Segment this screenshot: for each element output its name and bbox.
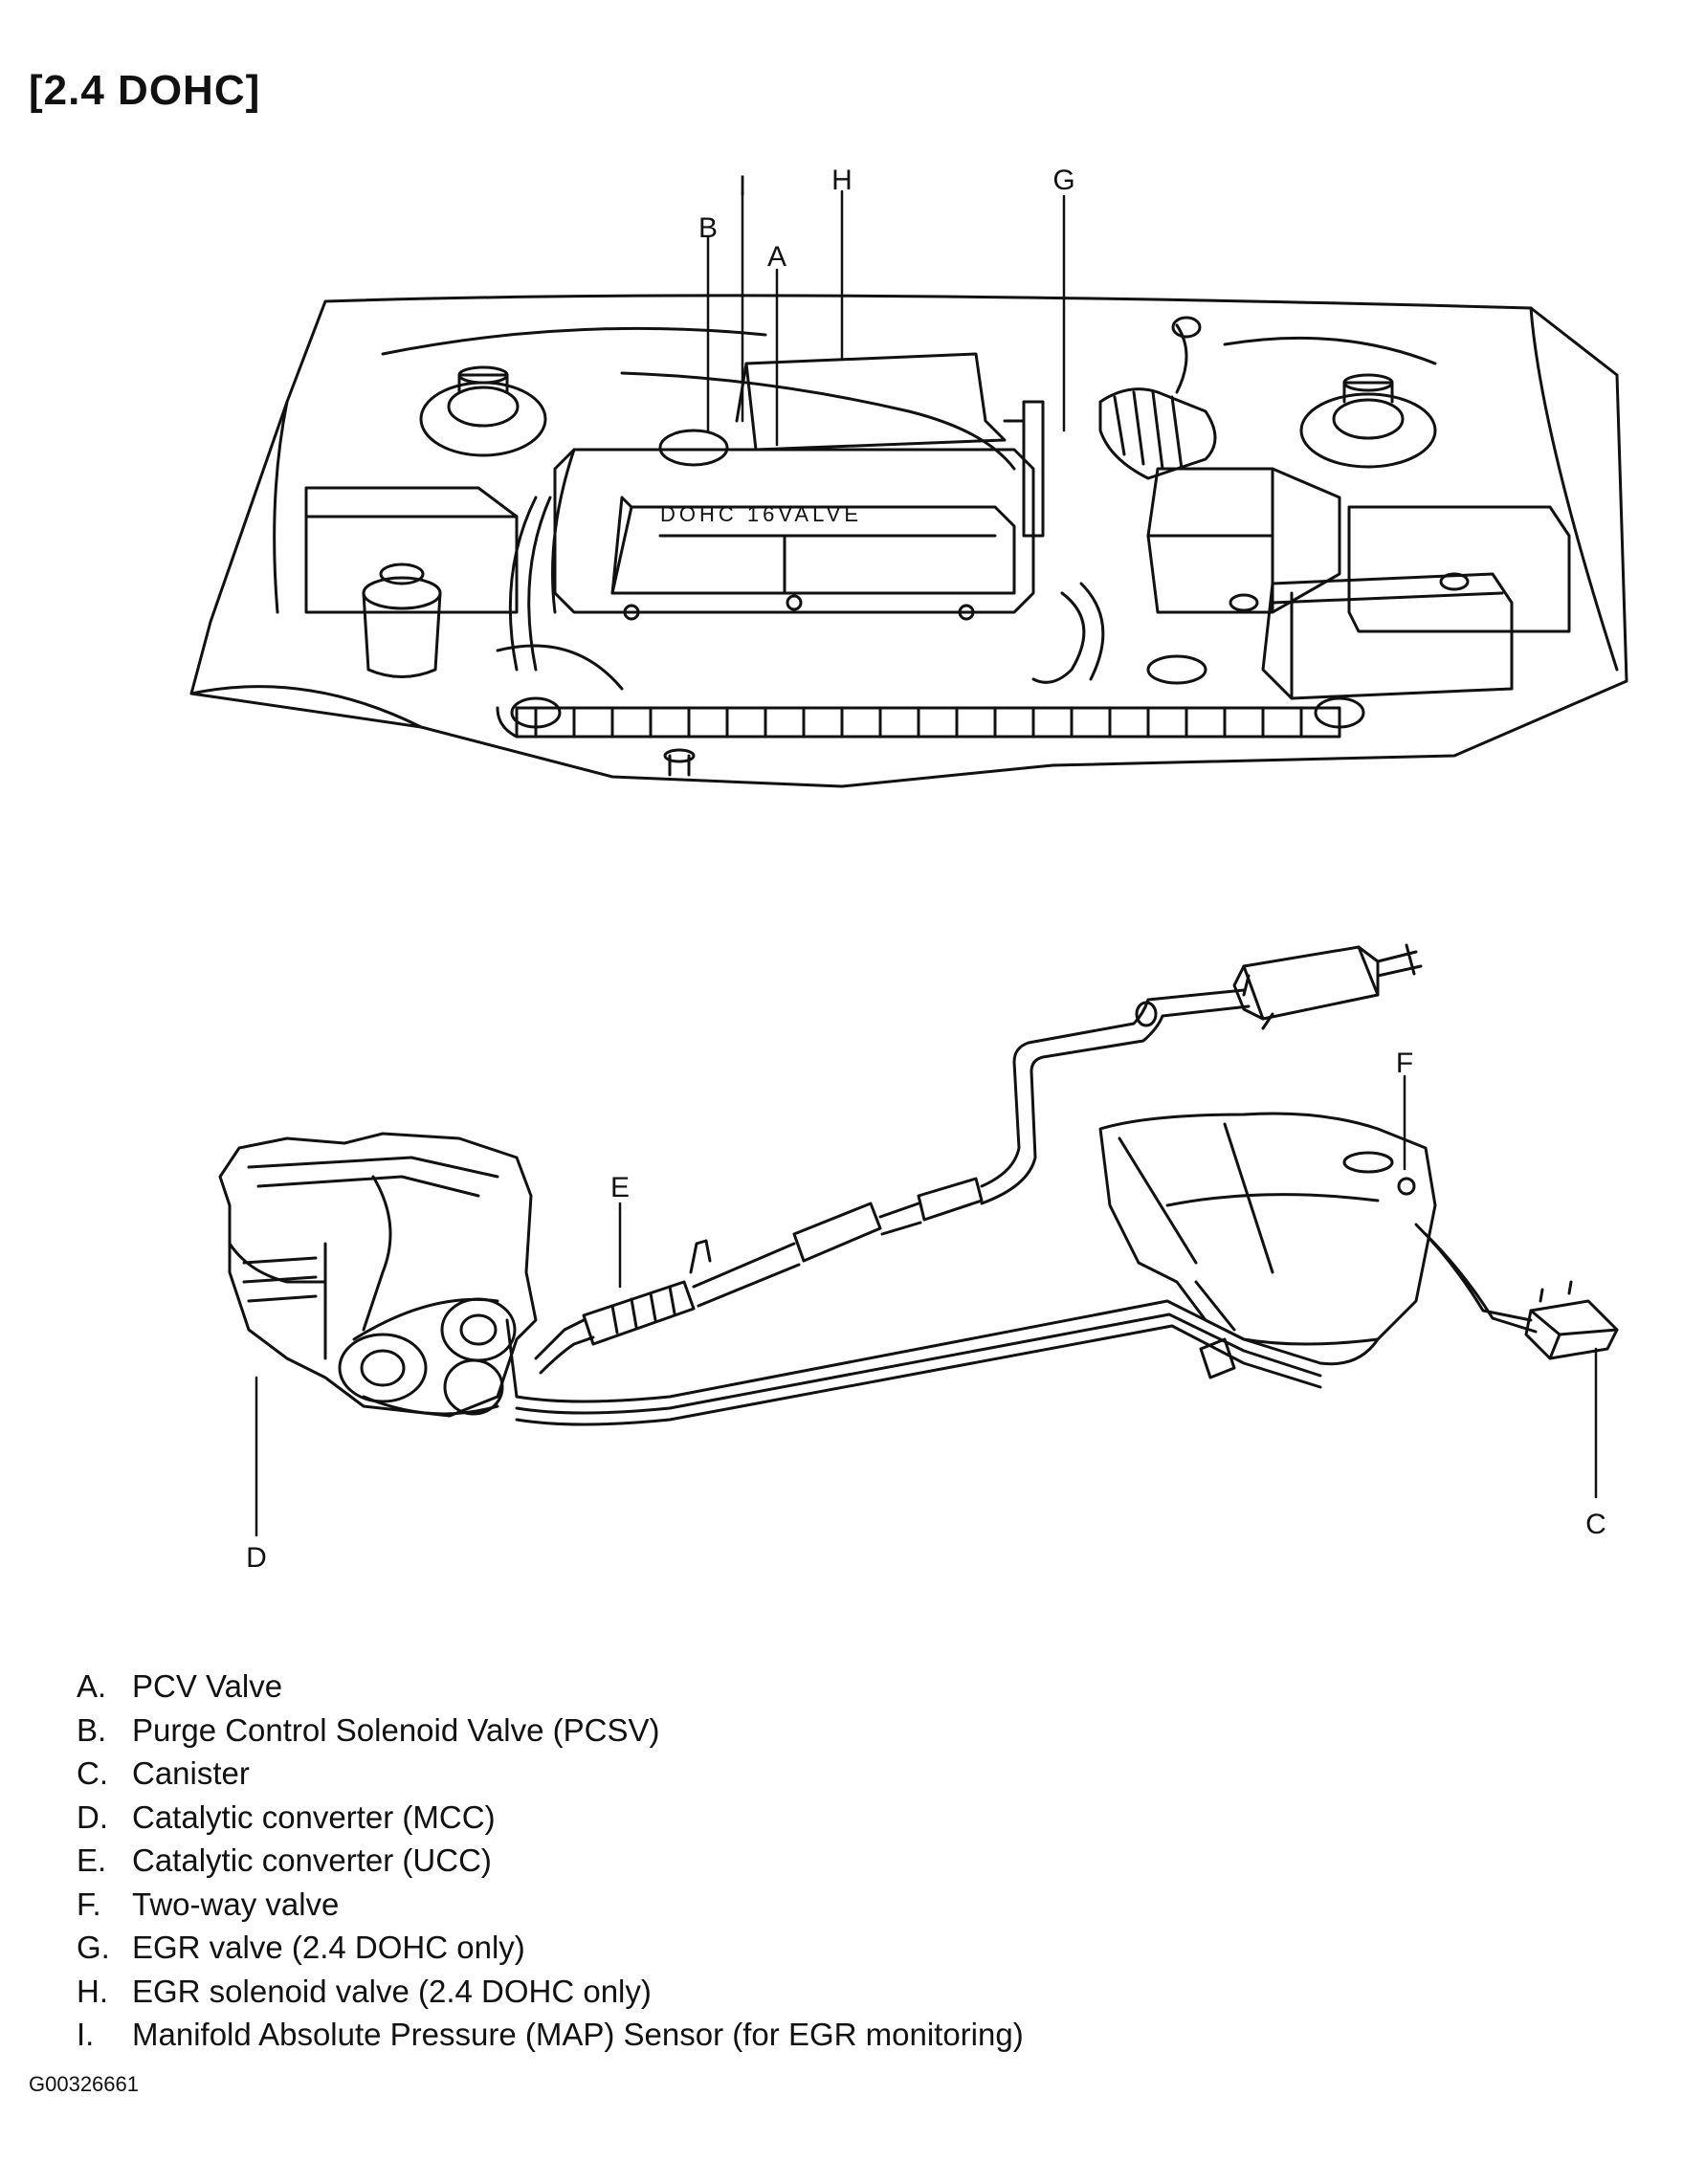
callout-i: I [738, 170, 747, 202]
legend-letter: G. [77, 1930, 110, 1965]
legend-item: E. Catalytic converter (UCC) [77, 1839, 1024, 1883]
legend-letter: E. [77, 1842, 107, 1878]
callout-h: H [831, 165, 853, 196]
page-title: [2.4 DOHC] [29, 67, 261, 114]
figure-id: G00326661 [29, 2072, 139, 2096]
battery [1229, 572, 1514, 700]
underbody-illustration [218, 943, 1619, 1426]
legend-letter: I. [77, 2017, 95, 2052]
exhaust-system [534, 943, 1423, 1375]
legend-item: D. Catalytic converter (MCC) [77, 1796, 1024, 1840]
engine-cover-text: DOHC 16VALVE [660, 502, 862, 526]
component-legend: A. PCV Valve B. Purge Control Solenoid Val… [77, 1665, 1024, 2057]
right-strut-tower [1299, 373, 1437, 469]
legend-item: C. Canister [77, 1752, 1024, 1796]
legend-text: Catalytic converter (UCC) [132, 1842, 492, 1878]
legend-text: PCV Valve [132, 1668, 283, 1704]
callout-f: F [1395, 1048, 1414, 1079]
callout-a: A [766, 241, 787, 273]
callout-g: G [1052, 165, 1075, 196]
callout-e: E [609, 1172, 631, 1203]
fuel-tank [1098, 1112, 1437, 1346]
legend-item: A. PCV Valve [77, 1665, 1024, 1709]
legend-text: Catalytic converter (MCC) [132, 1798, 496, 1835]
legend-text: Manifold Absolute Pressure (MAP) Sensor … [132, 2017, 1024, 2052]
legend-item: F. Two-way valve [77, 1883, 1024, 1927]
radiator [496, 696, 1365, 739]
legend-item: G. EGR valve (2.4 DOHC only) [77, 1926, 1024, 1970]
underbody-leaders [255, 1074, 1598, 1537]
legend-text: Two-way valve [132, 1886, 340, 1922]
legend-text: Canister [132, 1755, 250, 1791]
callout-b: B [698, 212, 719, 244]
engine-cam-cover: DOHC 16VALVE [551, 448, 1035, 621]
engine-bay-leaders [706, 189, 1066, 447]
legend-text: Purge Control Solenoid Valve (PCSV) [132, 1711, 660, 1748]
engine-bay-illustration: DOHC 16VALVE [189, 294, 1628, 788]
legend-letter: D. [77, 1798, 108, 1835]
legend-letter: F. [77, 1886, 101, 1922]
legend-text: EGR valve (2.4 DOHC only) [132, 1930, 525, 1965]
callout-d: D [246, 1542, 267, 1574]
legend-text: EGR solenoid valve (2.4 DOHC only) [132, 1973, 652, 2009]
legend-item: B. Purge Control Solenoid Valve (PCSV) [77, 1709, 1024, 1753]
engine-block-underbody [218, 1132, 538, 1418]
legend-letter: B. [77, 1711, 107, 1748]
legend-letter: H. [77, 1973, 108, 2009]
callout-c: C [1585, 1509, 1606, 1540]
legend-item: I. Manifold Absolute Pressure (MAP) Senso… [77, 2013, 1024, 2057]
air-intake [1098, 316, 1341, 614]
fuel-vapor-lines [515, 1223, 1538, 1426]
left-strut-tower [419, 365, 547, 457]
legend-letter: A. [77, 1668, 107, 1704]
legend-letter: C. [77, 1755, 108, 1791]
canister [1524, 1280, 1619, 1360]
legend-item: H. EGR solenoid valve (2.4 DOHC only) [77, 1970, 1024, 2014]
